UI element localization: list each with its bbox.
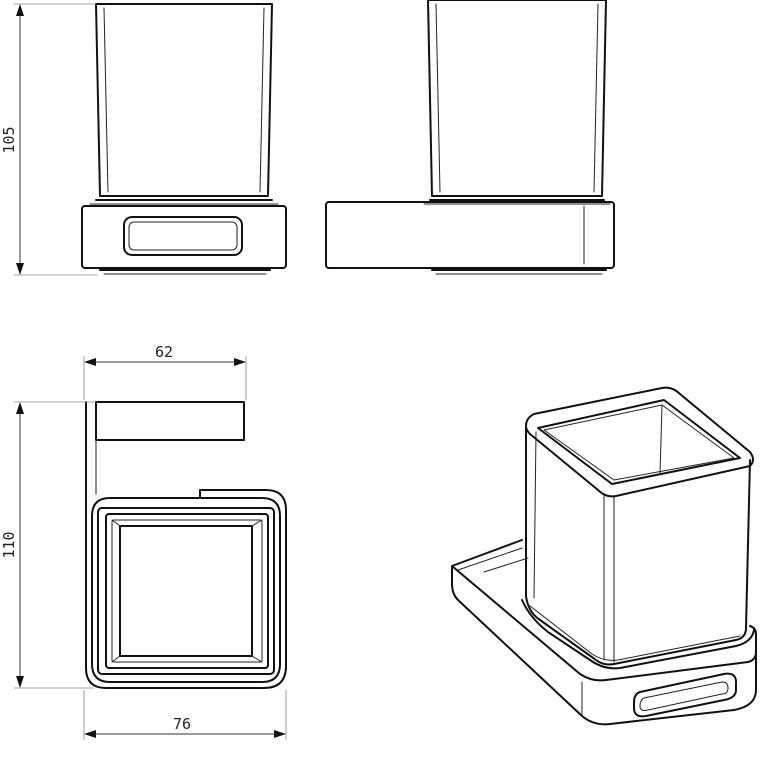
isometric-view [451, 386, 757, 726]
side-view [325, 0, 615, 275]
dimension-side-height: 110 [0, 401, 94, 689]
dimension-label-62: 62 [155, 343, 173, 361]
dimension-top-width: 62 [83, 343, 247, 400]
dimension-front-height: 105 [0, 3, 98, 276]
top-view [85, 401, 287, 689]
front-view [81, 3, 287, 275]
dimension-base-width: 76 [83, 690, 287, 740]
dimension-label-110: 110 [0, 531, 18, 558]
dimension-label-76: 76 [173, 715, 191, 733]
dimension-label-105: 105 [0, 126, 18, 153]
